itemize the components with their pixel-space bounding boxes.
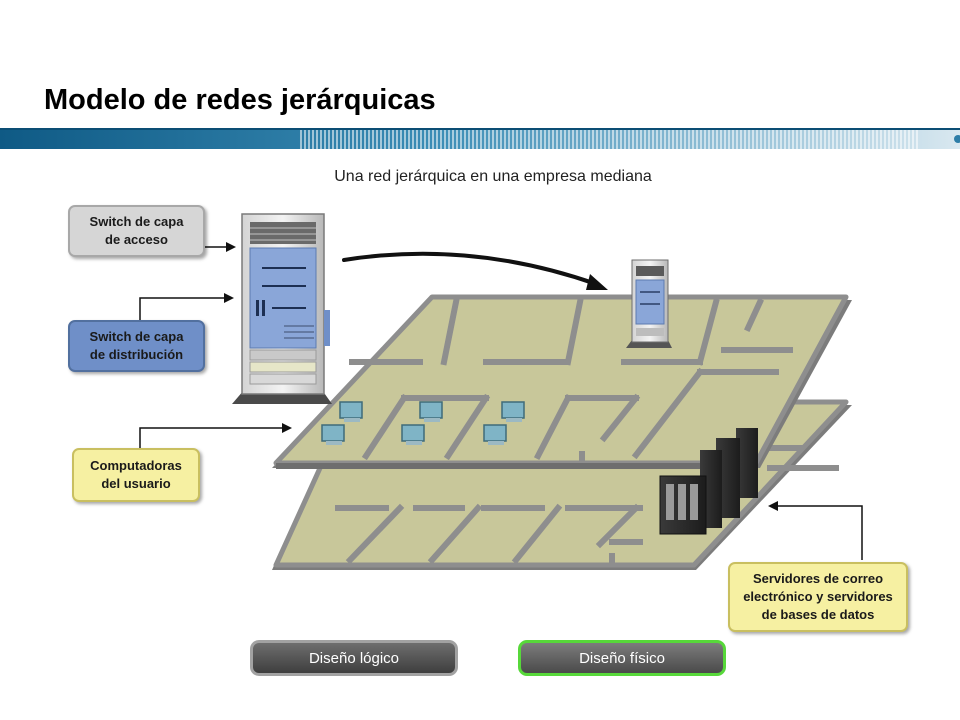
user-computers-callout: Computadoras del usuario [72, 448, 200, 502]
desktop-computer-icon [501, 401, 525, 422]
diagram-caption: Una red jerárquica en una empresa median… [334, 168, 652, 185]
servers-callout: Servidores de correo electrónico y servi… [728, 562, 908, 632]
pointer-arrow-icon [139, 246, 863, 560]
access-switch-callout: Switch de capa de acceso [68, 205, 205, 257]
migration-arrowhead-icon [586, 274, 608, 290]
user-computers-label: Computadoras del usuario [90, 458, 182, 491]
physical-design-button[interactable]: Diseño físico [518, 640, 726, 676]
desktop-computer-icon [419, 401, 443, 422]
desktop-computer-icon [483, 424, 507, 445]
logical-design-button[interactable]: Diseño lógico [250, 640, 458, 676]
migration-arrow-icon [342, 251, 598, 286]
user-computers [321, 401, 525, 445]
network-rack-icon [626, 259, 672, 348]
pointer-arrowhead-icon [224, 242, 778, 511]
desktop-computer-icon [401, 424, 425, 445]
distribution-switch-label: Switch de capa de distribución [89, 329, 184, 362]
desktop-computer-icon [339, 401, 363, 422]
slide-title: Modelo de redes jerárquicas [44, 84, 436, 116]
desktop-computer-icon [321, 424, 345, 445]
distribution-rack-icon [232, 213, 332, 404]
upper-floor [272, 294, 852, 469]
server-cabinet-icon [659, 428, 758, 535]
access-switch-label: Switch de capa de acceso [89, 214, 184, 247]
servers-label: Servidores de correo electrónico y servi… [743, 571, 893, 622]
title-band [0, 128, 960, 149]
distribution-switch-callout: Switch de capa de distribución [68, 320, 205, 372]
network-diagram: Una red jerárquica en una empresa median… [139, 168, 863, 570]
